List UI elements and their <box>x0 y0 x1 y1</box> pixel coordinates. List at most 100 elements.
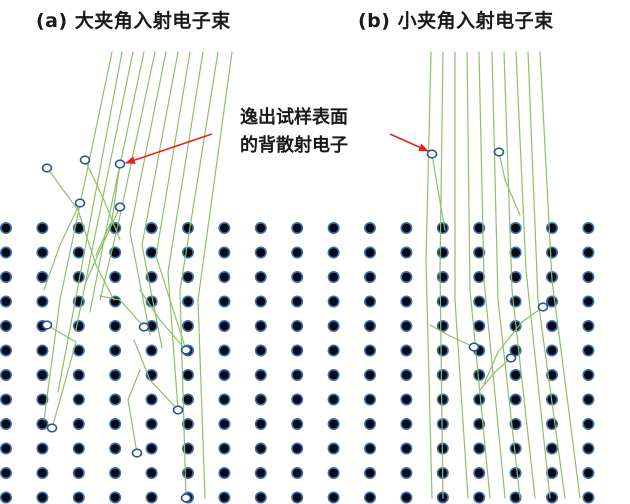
atom-icon <box>218 344 231 357</box>
incident-track <box>515 51 551 499</box>
atom-icon <box>72 368 85 381</box>
atom-icon <box>545 368 558 381</box>
atom-icon <box>400 344 413 357</box>
atom-icon <box>109 466 122 479</box>
atom-icon <box>218 295 231 308</box>
atom-icon <box>400 466 413 479</box>
atom-icon <box>182 393 195 406</box>
incident-track <box>439 51 444 499</box>
atom-icon <box>582 368 595 381</box>
atom-icon <box>327 295 340 308</box>
atom-icon <box>582 295 595 308</box>
atom-icon <box>400 246 413 259</box>
incident-track <box>129 51 167 336</box>
atom-icon <box>182 368 195 381</box>
atom-icon <box>363 466 376 479</box>
atom-icon <box>436 393 449 406</box>
atom-icon <box>582 393 595 406</box>
atom-icon <box>545 466 558 479</box>
scatter-track <box>483 306 544 385</box>
atom-icon <box>145 344 158 357</box>
electron-icon <box>426 149 438 159</box>
atom-icon <box>218 417 231 430</box>
electron-icon <box>172 405 184 415</box>
incident-track <box>43 51 113 421</box>
atom-icon <box>36 466 49 479</box>
atom-icon <box>400 491 413 504</box>
atom-icon <box>509 417 522 430</box>
atom-icon <box>509 295 522 308</box>
atom-icon <box>582 491 595 504</box>
atom-icon <box>327 222 340 235</box>
electron-icon <box>114 159 126 169</box>
scatter-track <box>99 295 145 328</box>
atom-icon <box>509 442 522 455</box>
atom-icon <box>72 466 85 479</box>
electron-icon <box>493 147 505 157</box>
callout-arrows <box>125 133 429 164</box>
atom-icon <box>36 222 49 235</box>
atom-icon <box>509 491 522 504</box>
incident-track <box>527 51 566 499</box>
atom-icon <box>0 319 12 332</box>
atom-icon <box>545 491 558 504</box>
atom-icon <box>109 442 122 455</box>
atom-icon <box>327 491 340 504</box>
atom-icon <box>254 222 267 235</box>
atom-icon <box>327 393 340 406</box>
atom-icon <box>509 393 522 406</box>
atom-icon <box>400 319 413 332</box>
atom-icon <box>400 417 413 430</box>
atom-icon <box>436 295 449 308</box>
atom-icon <box>509 222 522 235</box>
scatter-track <box>431 153 446 231</box>
atom-icon <box>182 222 195 235</box>
atom-icon <box>182 295 195 308</box>
atom-icon <box>327 417 340 430</box>
backscatter-paths-b <box>429 151 544 391</box>
atom-icon <box>363 393 376 406</box>
atom-icon <box>363 417 376 430</box>
scatter-track <box>46 324 77 429</box>
electron-icon <box>180 493 192 503</box>
panel-a-title: (a) 大夹角入射电子束 <box>36 10 231 32</box>
electron-icon <box>468 342 480 352</box>
atom-icon <box>327 442 340 455</box>
atom-icon <box>436 246 449 259</box>
incident-beam-a <box>43 51 233 499</box>
scatter-track <box>95 163 121 256</box>
atom-icon <box>0 442 12 455</box>
atom-lattice <box>0 222 595 504</box>
electron-icon <box>79 155 91 165</box>
atom-icon <box>0 491 12 504</box>
atom-icon <box>0 466 12 479</box>
atom-icon <box>72 417 85 430</box>
atom-icon <box>400 368 413 381</box>
atom-icon <box>509 368 522 381</box>
atom-icon <box>0 270 12 283</box>
atom-icon <box>182 319 195 332</box>
atom-icon <box>72 442 85 455</box>
atom-icon <box>291 368 304 381</box>
arrow-icon <box>389 133 429 152</box>
atom-icon <box>327 270 340 283</box>
atom-icon <box>582 319 595 332</box>
atom-icon <box>473 417 486 430</box>
atom-icon <box>218 442 231 455</box>
scatter-track <box>133 339 179 411</box>
atom-icon <box>291 491 304 504</box>
atom-icon <box>254 491 267 504</box>
atom-icon <box>109 417 122 430</box>
atom-icon <box>182 442 195 455</box>
atom-icon <box>363 442 376 455</box>
atom-icon <box>327 466 340 479</box>
atom-icon <box>109 393 122 406</box>
atom-icon <box>109 491 122 504</box>
atom-icon <box>218 393 231 406</box>
atom-icon <box>36 442 49 455</box>
atom-icon <box>363 246 376 259</box>
atom-icon <box>363 368 376 381</box>
atom-icon <box>291 344 304 357</box>
incident-track <box>425 51 433 499</box>
atom-icon <box>109 319 122 332</box>
